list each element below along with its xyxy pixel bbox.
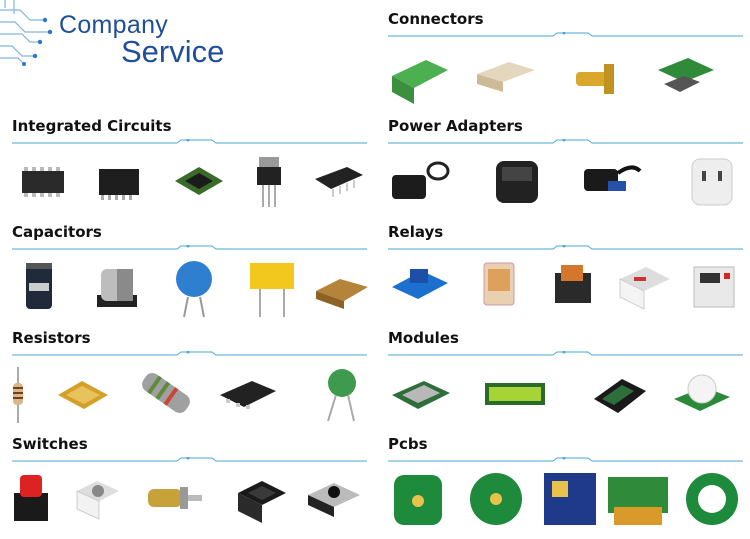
tactile-switch-icon	[302, 467, 366, 531]
product-row	[12, 361, 367, 433]
to220-transistor-icon	[237, 149, 301, 213]
ceramic-disc-capacitor-icon	[162, 255, 226, 319]
ic-soic-chip-icon	[12, 149, 76, 213]
company-logo-area: Company Service	[0, 0, 260, 75]
solid-state-relay-icon	[612, 255, 676, 319]
divider-line-icon	[388, 457, 743, 462]
section-title: Resistors	[12, 329, 91, 347]
bluetooth-module-icon	[588, 361, 652, 425]
divider-line-icon	[12, 139, 367, 144]
product-row	[388, 361, 743, 433]
company-title: Company	[59, 11, 169, 39]
product-row	[388, 48, 743, 120]
laptop-power-adapter-icon	[388, 149, 452, 213]
product-row	[12, 149, 367, 221]
flex-pcb-board-icon	[606, 467, 670, 531]
section-title: Integrated Circuits	[12, 117, 172, 135]
ffc-connector-icon	[473, 48, 537, 112]
section-title: Modules	[388, 329, 459, 347]
pir-sensor-module-icon	[670, 361, 734, 425]
round-pcb-board-icon	[464, 467, 528, 531]
db9-terminal-adapter-icon	[654, 48, 718, 112]
resistor-network-icon	[216, 361, 280, 425]
dip-chip-icon	[307, 149, 371, 213]
section-title: Capacitors	[12, 223, 102, 241]
divider-line-icon	[388, 351, 743, 356]
relay-module-icon	[388, 255, 452, 319]
smd-electrolytic-capacitor-icon	[87, 255, 151, 319]
terminal-block-connector-icon	[388, 48, 452, 112]
travel-adapter-cube-icon	[488, 149, 552, 213]
electrolytic-capacitor-icon	[12, 255, 76, 319]
key-switch-icon	[142, 467, 206, 531]
wirewound-resistor-icon	[134, 361, 198, 425]
smd-ceramic-capacitor-icon	[310, 255, 374, 319]
divider-line-icon	[388, 32, 743, 37]
push-button-switch-icon	[6, 467, 70, 531]
divider-line-icon	[388, 245, 743, 250]
green-pcb-board-icon	[388, 467, 452, 531]
ring-pcb-board-icon	[680, 467, 744, 531]
divider-line-icon	[12, 245, 367, 250]
aluminum-housed-resistor-icon	[52, 361, 116, 425]
section-title: Pcbs	[388, 435, 428, 453]
bga-chip-icon	[167, 149, 231, 213]
section-title: Connectors	[388, 10, 484, 28]
product-row	[12, 467, 367, 539]
plug-adapter-icon	[682, 149, 746, 213]
clear-relay-icon	[468, 255, 532, 319]
product-row	[12, 255, 368, 327]
automotive-relay-icon	[543, 255, 607, 319]
product-row	[388, 467, 743, 539]
product-row	[388, 255, 743, 327]
blue-pcb-board-icon	[538, 467, 602, 531]
vga-adapter-cable-icon	[578, 149, 642, 213]
section-title: Power Adapters	[388, 117, 523, 135]
sma-connector-icon	[568, 48, 632, 112]
motor-protector-relay-icon	[684, 255, 748, 319]
divider-line-icon	[12, 351, 367, 356]
section-title: Switches	[12, 435, 88, 453]
divider-line-icon	[388, 139, 743, 144]
rotary-dip-switch-icon	[67, 467, 131, 531]
thermistor-icon	[310, 361, 374, 425]
wifi-module-icon	[388, 361, 452, 425]
carbon-film-resistor-icon	[8, 361, 72, 425]
rocker-switch-icon	[230, 467, 294, 531]
product-row	[388, 149, 743, 221]
service-title: Service	[121, 34, 225, 69]
lcd-display-module-icon	[483, 361, 547, 425]
film-capacitor-icon	[242, 255, 306, 319]
section-title: Relays	[388, 223, 444, 241]
ic-tssop-chip-icon	[87, 149, 151, 213]
circuit-decoration-icon	[0, 0, 53, 66]
divider-line-icon	[12, 457, 367, 462]
